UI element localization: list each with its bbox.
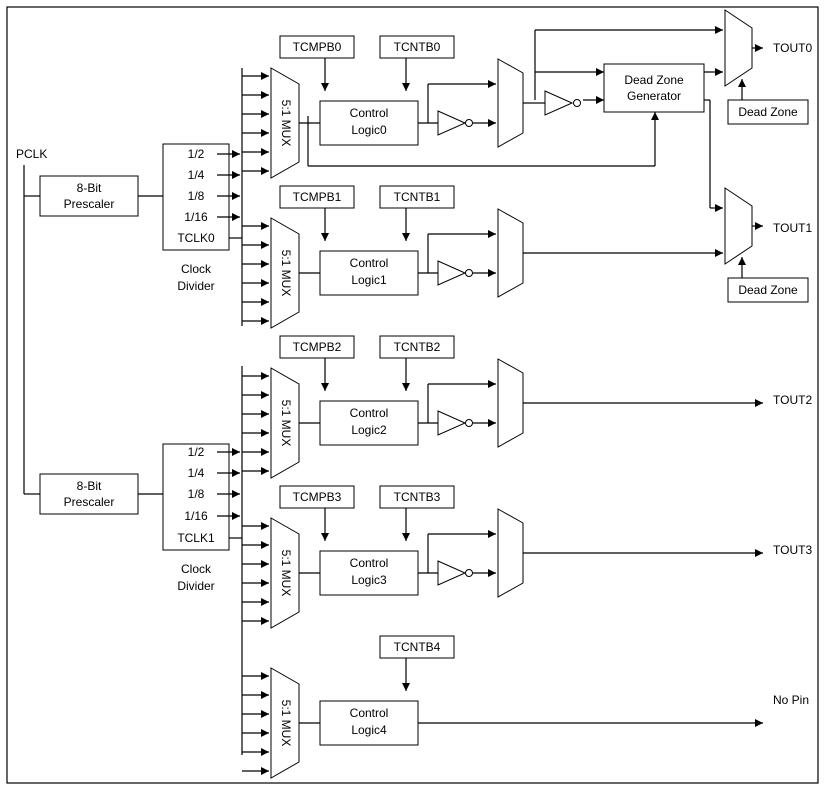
divider-caption: Clock — [181, 562, 212, 576]
prescaler-label: Prescaler — [64, 197, 115, 211]
divider-output-label: 1/8 — [188, 189, 205, 203]
dead-zone-generator-label: Dead Zone — [624, 73, 684, 87]
mux-5to1 — [270, 517, 300, 629]
tout1-mux — [724, 187, 753, 265]
control-logic-label: Logic4 — [351, 723, 387, 737]
tcntb-register — [379, 35, 455, 59]
divider-caption: Divider — [177, 279, 214, 293]
output-pin-label: No Pin — [773, 693, 809, 707]
clock-divider-box — [162, 143, 230, 251]
prescaler-label: Prescaler — [64, 495, 115, 509]
tcntb-register — [379, 335, 455, 359]
divider-output-label: 1/16 — [184, 210, 208, 224]
divider-output-label: 1/2 — [188, 147, 205, 161]
mux-label: 5:1 MUX — [279, 550, 293, 597]
tcntb-label: TCNTB4 — [394, 640, 441, 654]
divider-output-label: 1/4 — [188, 466, 205, 480]
control-logic-label: Control — [350, 256, 389, 270]
tcntb-label: TCNTB0 — [394, 40, 441, 54]
tcmpb-register — [279, 485, 355, 509]
tcntb-label: TCNTB1 — [394, 190, 441, 204]
mux-5to1 — [270, 667, 300, 779]
dead-zone-label: Dead Zone — [738, 283, 798, 297]
control-logic-label: Control — [350, 106, 389, 120]
tcntb-register — [379, 185, 455, 209]
tcmpb-label: TCMPB2 — [293, 340, 342, 354]
prescaler-box — [39, 473, 139, 515]
tcntb-label: TCNTB3 — [394, 490, 441, 504]
dead-zone-generator — [603, 63, 705, 113]
output-mux — [497, 58, 524, 148]
control-logic-box — [319, 400, 419, 446]
output-pin-label: TOUT2 — [773, 393, 812, 407]
tcntb-register — [379, 635, 455, 659]
divider-caption: Clock — [181, 262, 212, 276]
divider-output-label: TCLK1 — [177, 531, 215, 545]
dead-zone-wiring — [307, 26, 723, 212]
mux-label: 5:1 MUX — [279, 250, 293, 297]
output-pin-label: TOUT1 — [773, 221, 812, 235]
tcmpb-register — [279, 335, 355, 359]
control-logic-box — [319, 550, 419, 596]
output-mux — [497, 208, 524, 298]
tcmpb-label: TCMPB3 — [293, 490, 342, 504]
output-pin-label: TOUT0 — [773, 41, 812, 55]
prescaler-label: 8-Bit — [77, 181, 102, 195]
tout0-mux — [724, 9, 753, 87]
inverter — [437, 110, 467, 136]
divider-output-label: 1/16 — [184, 509, 208, 523]
mux-label: 5:1 MUX — [279, 700, 293, 747]
divider-output-label: 1/2 — [188, 445, 205, 459]
divider-output-label: 1/4 — [188, 168, 205, 182]
inverter-bubble — [465, 569, 473, 577]
output-mux — [497, 508, 524, 598]
tcmpb-label: TCMPB1 — [293, 190, 342, 204]
mux-5to1 — [270, 67, 300, 179]
dead-zone-box — [727, 277, 809, 303]
control-logic-label: Control — [350, 556, 389, 570]
diagram-content: PCLK8-BitPrescaler8-BitPrescaler1/21/41/… — [16, 9, 812, 779]
control-logic-label: Logic0 — [351, 123, 387, 137]
control-logic-label: Logic2 — [351, 423, 387, 437]
tcntb-label: TCNTB2 — [394, 340, 441, 354]
mux-5to1 — [270, 367, 300, 479]
dead-zone-box — [727, 99, 809, 125]
control-logic-label: Logic3 — [351, 573, 387, 587]
control-logic-box — [319, 100, 419, 146]
inverter-bubble — [465, 269, 473, 277]
clock-divider-box — [162, 443, 230, 551]
tcntb-register — [379, 485, 455, 509]
dead-zone-generator-label: Generator — [627, 89, 681, 103]
tcmpb-register — [279, 35, 355, 59]
divider-output-label: 1/8 — [188, 487, 205, 501]
divider-caption: Divider — [177, 579, 214, 593]
dead-zone-label: Dead Zone — [738, 105, 798, 119]
inverter-bubble — [465, 119, 473, 127]
prescaler-box — [39, 175, 139, 217]
control-logic-label: Logic1 — [351, 273, 387, 287]
inverter-bubble — [465, 419, 473, 427]
pclk-label: PCLK — [16, 147, 47, 161]
control-logic-label: Control — [350, 406, 389, 420]
mux-label: 5:1 MUX — [279, 100, 293, 147]
prescaler-label: 8-Bit — [77, 479, 102, 493]
control-logic-label: Control — [350, 706, 389, 720]
output-pin-label: TOUT3 — [773, 543, 812, 557]
tcmpb-label: TCMPB0 — [293, 40, 342, 54]
inverter — [437, 560, 467, 586]
inverter — [437, 410, 467, 436]
mux-5to1 — [270, 217, 300, 329]
divider-output-label: TCLK0 — [177, 231, 215, 245]
tcmpb-register — [279, 185, 355, 209]
mux-label: 5:1 MUX — [279, 400, 293, 447]
inverter — [437, 260, 467, 286]
output-mux — [497, 358, 524, 448]
inverter-bubble — [573, 99, 581, 107]
